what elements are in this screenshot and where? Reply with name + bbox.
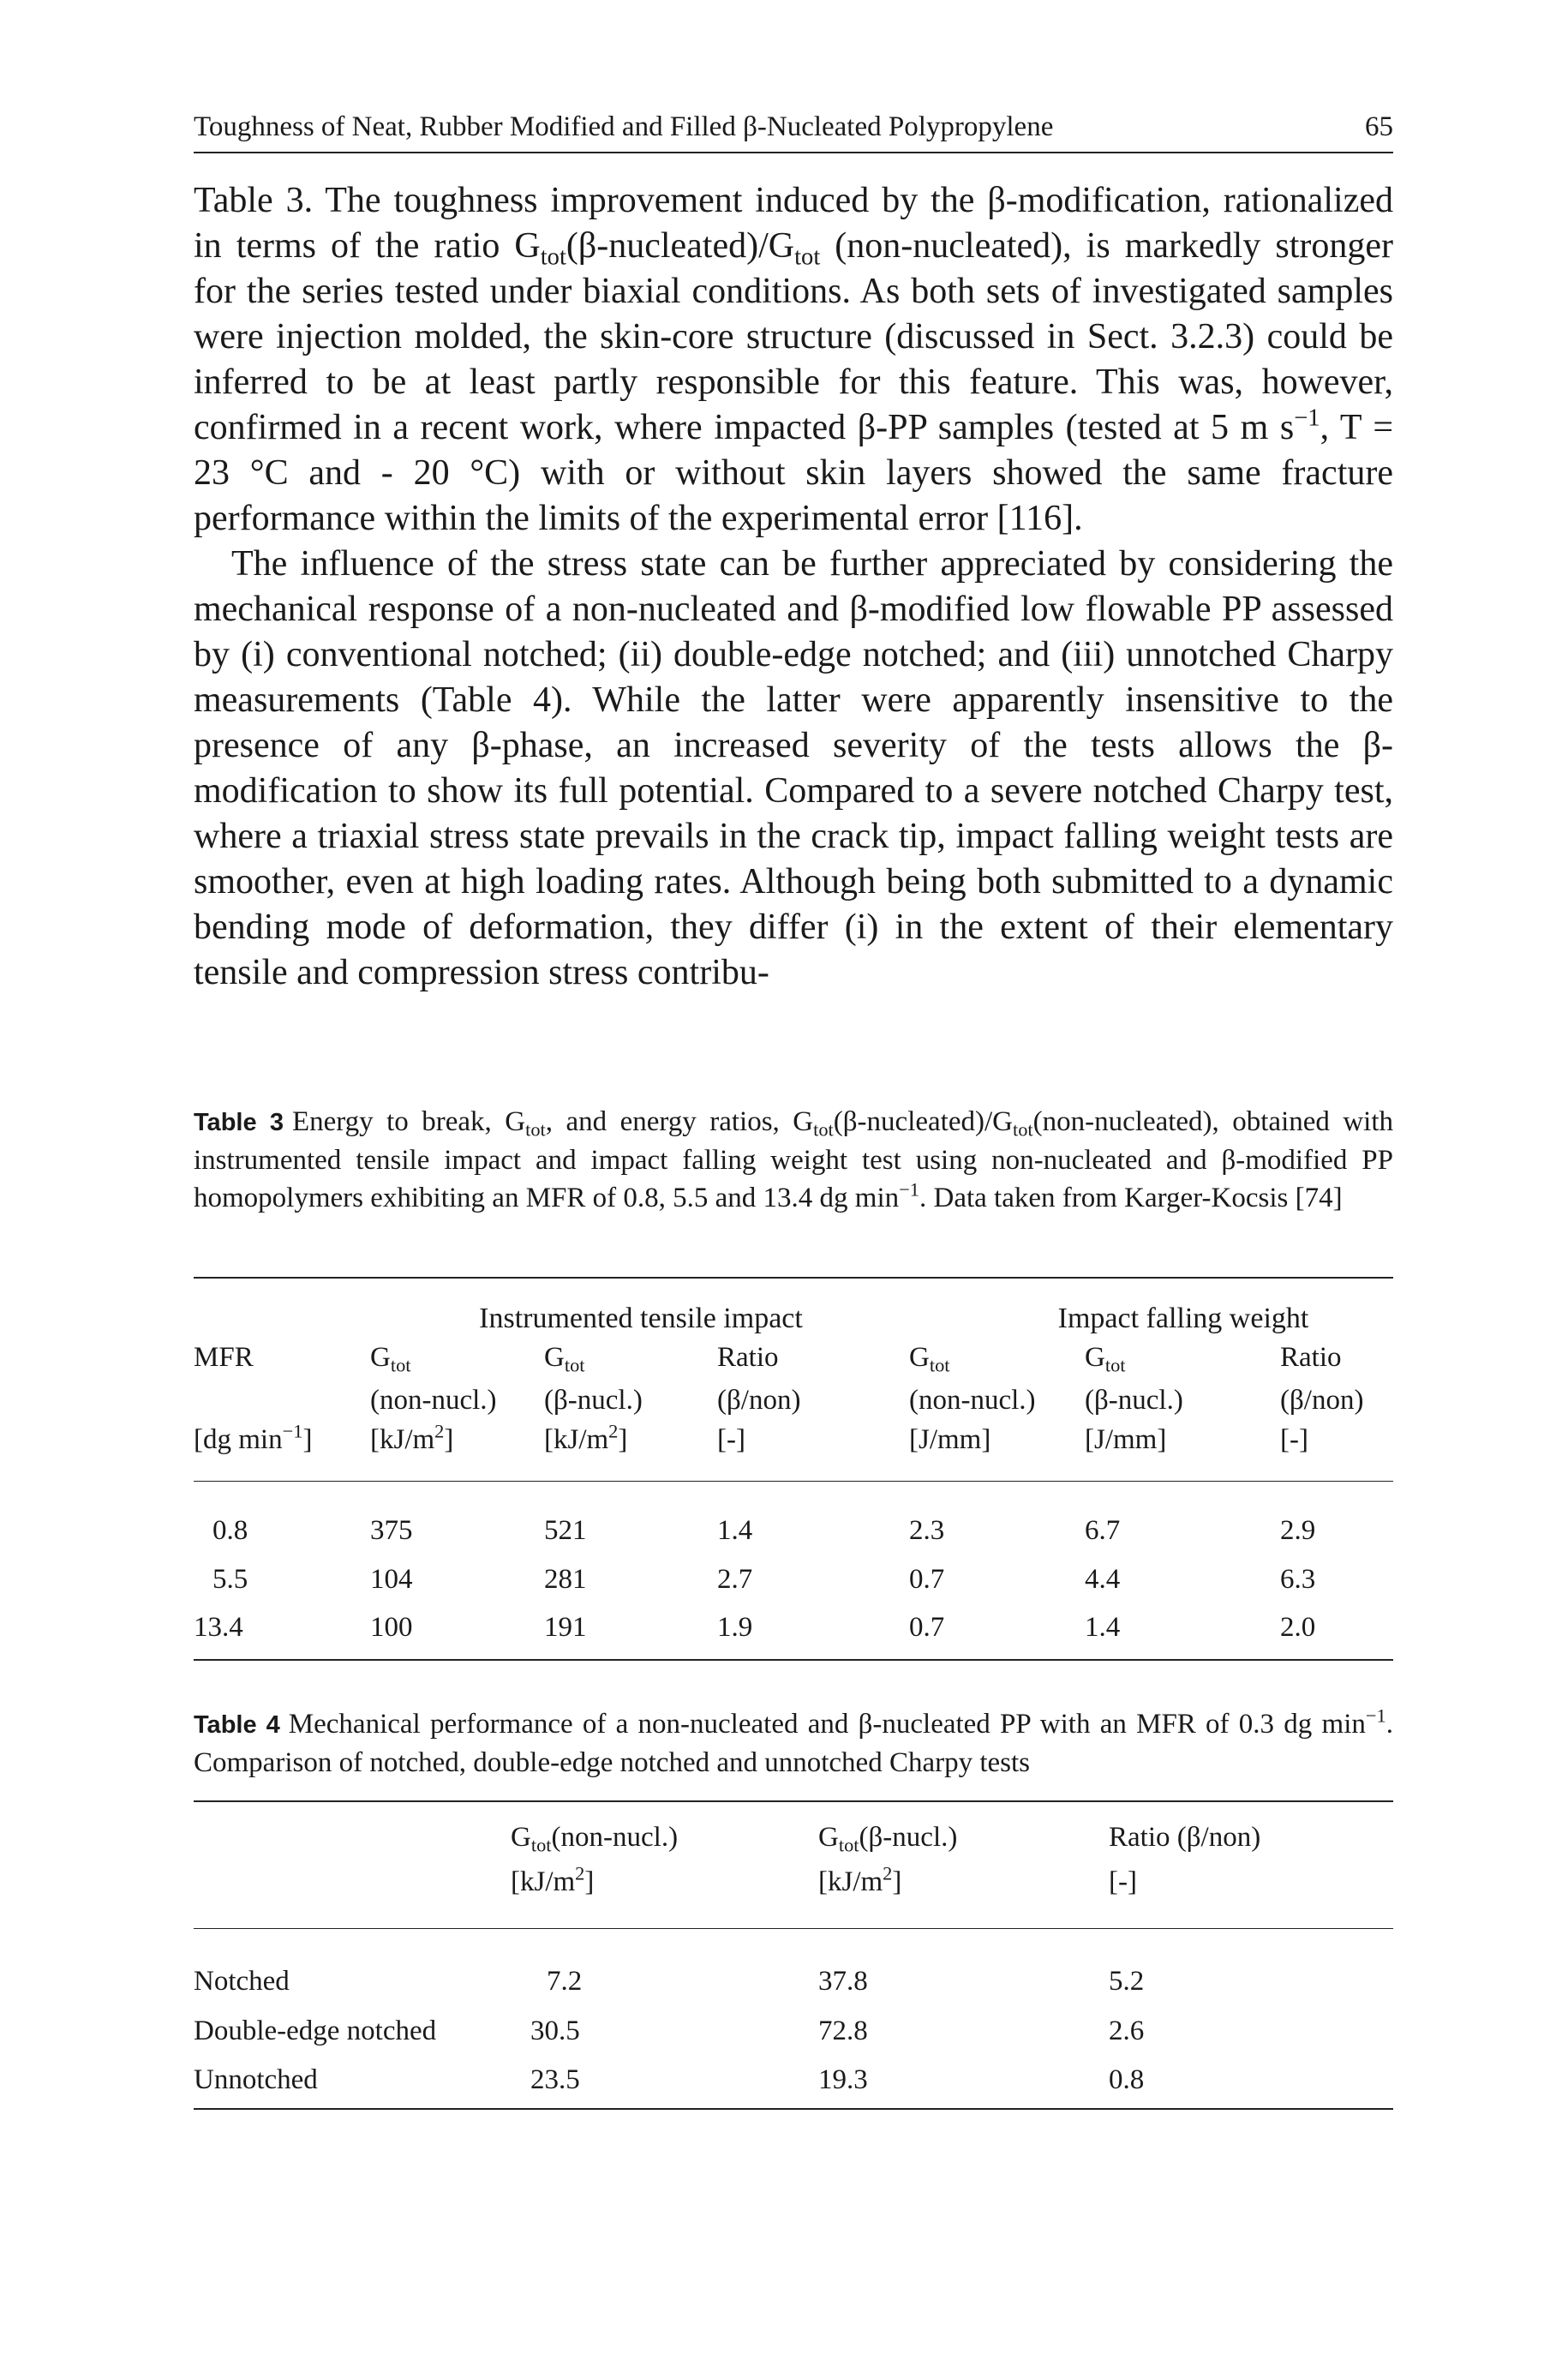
table4-column-unit: [kJ/m2] [818, 1862, 902, 1897]
table4-row-label: Notched [194, 1966, 290, 1997]
table3-cell: 6.7 [1085, 1515, 1121, 1546]
table3-column-header: (non-nucl.) [909, 1385, 1036, 1416]
table3-bottom-rule [194, 1659, 1393, 1661]
running-head: Toughness of Neat, Rubber Modified and F… [194, 111, 1393, 143]
table3-column-header: Gtot [1085, 1342, 1126, 1376]
table3-cell: 2.9 [1280, 1515, 1316, 1546]
table3-column-header: (β-nucl.) [544, 1385, 643, 1416]
table3-column-header: MFR [194, 1342, 254, 1373]
table4-row-label: Unnotched [194, 2064, 318, 2095]
table3-cell: 375 [370, 1515, 413, 1546]
table4-header-rule [194, 1928, 1393, 1929]
table3-cell: 2.3 [909, 1515, 945, 1546]
table3-cell: 0.7 [909, 1612, 945, 1643]
table3-cell: 0.7 [909, 1564, 945, 1595]
table3-cell: 104 [370, 1564, 413, 1595]
running-head-title: Toughness of Neat, Rubber Modified and F… [194, 111, 1054, 142]
table4-row-label: Double-edge notched [194, 2016, 437, 2046]
table3-column-unit: [J/mm] [1085, 1424, 1167, 1455]
table3-header-rule [194, 1481, 1393, 1482]
table3-cell: 6.3 [1280, 1564, 1316, 1595]
table3-column-header: Ratio [1280, 1342, 1342, 1373]
table3-column-header: (β-nucl.) [1085, 1385, 1183, 1416]
table3-column-unit: [kJ/m2] [370, 1420, 454, 1455]
table3-column-header: Gtot [909, 1342, 950, 1376]
table3-cell: 281 [544, 1564, 587, 1595]
table4-cell: 37.8 [818, 1966, 868, 1997]
table3-cell: 1.4 [717, 1515, 753, 1546]
table3-label: Table 3 [194, 1109, 284, 1136]
table3-group-header: Instrumented tensile impact [479, 1303, 803, 1334]
table3-cell: 521 [544, 1515, 587, 1546]
table3-cell: 1.4 [1085, 1612, 1121, 1643]
table4-cell: 0.8 [1109, 2064, 1145, 2095]
table3-group-header: Impact falling weight [1057, 1303, 1309, 1334]
table3-cell: 2.7 [717, 1564, 753, 1595]
table3-column-header: Gtot [544, 1342, 585, 1376]
table3-top-rule [194, 1277, 1393, 1279]
table3-column-header: Ratio [717, 1342, 779, 1373]
table4-cell: 7.2 [547, 1966, 583, 1997]
table3-cell: 191 [544, 1612, 587, 1643]
table3-column-header: (β/non) [1280, 1385, 1364, 1416]
table3-cell: 1.9 [717, 1612, 753, 1643]
table4-cell: 19.3 [818, 2064, 868, 2095]
table4-cell: 23.5 [530, 2064, 580, 2095]
table4-bottom-rule [194, 2108, 1393, 2110]
table3-cell: 5.5 [212, 1564, 248, 1595]
table4-column-header: Gtot(non-nucl.) [511, 1822, 679, 1856]
table4-cell: 72.8 [818, 2016, 868, 2046]
table3-column-header: (non-nucl.) [370, 1385, 497, 1416]
table4-cell: 2.6 [1109, 2016, 1145, 2046]
table4-cell: 30.5 [530, 2016, 580, 2046]
table3-column-unit: [J/mm] [909, 1424, 991, 1455]
table4-label: Table 4 [194, 1711, 280, 1739]
table3-column-unit: [dg min−1] [194, 1420, 313, 1455]
table3-column-header: (β/non) [717, 1385, 801, 1416]
page-number: 65 [1365, 111, 1393, 142]
table3-column-header: Gtot [370, 1342, 411, 1376]
table3-cell: 0.8 [212, 1515, 248, 1546]
table3-column-unit: [-] [1280, 1424, 1308, 1455]
table4-column-header: Gtot(β-nucl.) [818, 1822, 958, 1856]
body-text: Table 3. The toughness improvement induc… [194, 178, 1393, 996]
table4-cell: 5.2 [1109, 1966, 1145, 1997]
paragraph: The influence of the stress state can be… [194, 544, 1393, 992]
table4-top-rule [194, 1800, 1393, 1802]
table3-column-unit: [kJ/m2] [544, 1420, 628, 1455]
table3-cell: 4.4 [1085, 1564, 1121, 1595]
running-head-rule [194, 152, 1393, 153]
table4-column-unit: [kJ/m2] [511, 1862, 595, 1897]
table3-cell: 100 [370, 1612, 413, 1643]
table4-column-header: Ratio (β/non) [1109, 1822, 1261, 1853]
paragraph: Table 3. The toughness improvement induc… [194, 181, 1394, 538]
table3-cell: 2.0 [1280, 1612, 1316, 1643]
table3-cell: 13.4 [194, 1612, 243, 1643]
table4-column-unit: [-] [1109, 1866, 1137, 1897]
table3-column-unit: [-] [717, 1424, 745, 1455]
